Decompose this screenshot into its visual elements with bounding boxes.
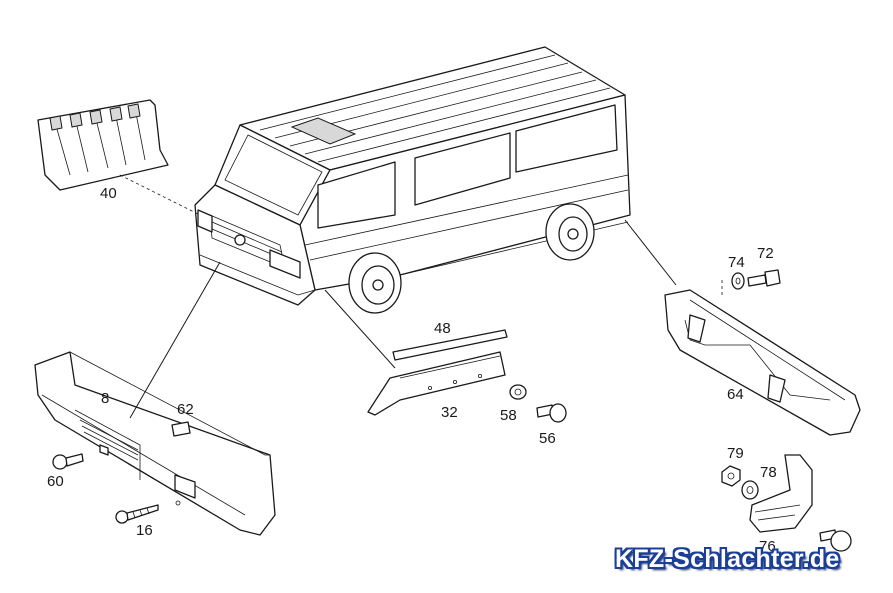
label-64: 64 [727,386,744,403]
part-56-bolt [536,403,567,423]
label-74: 74 [728,254,745,271]
part-74-washer [731,272,745,290]
label-79: 79 [727,445,744,462]
part-79-nut [721,465,741,487]
part-8-front-bumper [34,261,276,536]
van-illustration [194,46,631,314]
part-32-trim [367,351,506,416]
label-60: 60 [47,473,64,490]
part-58-nut [509,384,527,400]
part-16-screw [115,504,159,524]
part-60-bolt [52,453,84,470]
part-48-strip [324,289,508,369]
part-64-rear-bumper [624,219,861,436]
label-72: 72 [757,245,774,262]
label-58: 58 [500,407,517,424]
label-40: 40 [100,185,117,202]
part-78-washer [741,480,759,500]
label-8: 8 [101,390,110,407]
label-32: 32 [441,404,458,421]
label-48: 48 [434,320,451,337]
label-78: 78 [760,464,777,481]
label-16: 16 [136,522,153,539]
label-56: 56 [539,430,556,447]
watermark-logo: KFZ-Schlachter.de [615,545,840,573]
part-62-plug [171,421,191,437]
label-76: 76 [759,538,776,555]
part-40-bracket [37,99,201,216]
part-72-bolt [747,269,781,287]
part-76-corner-cap [749,454,852,552]
label-62: 62 [177,401,194,418]
